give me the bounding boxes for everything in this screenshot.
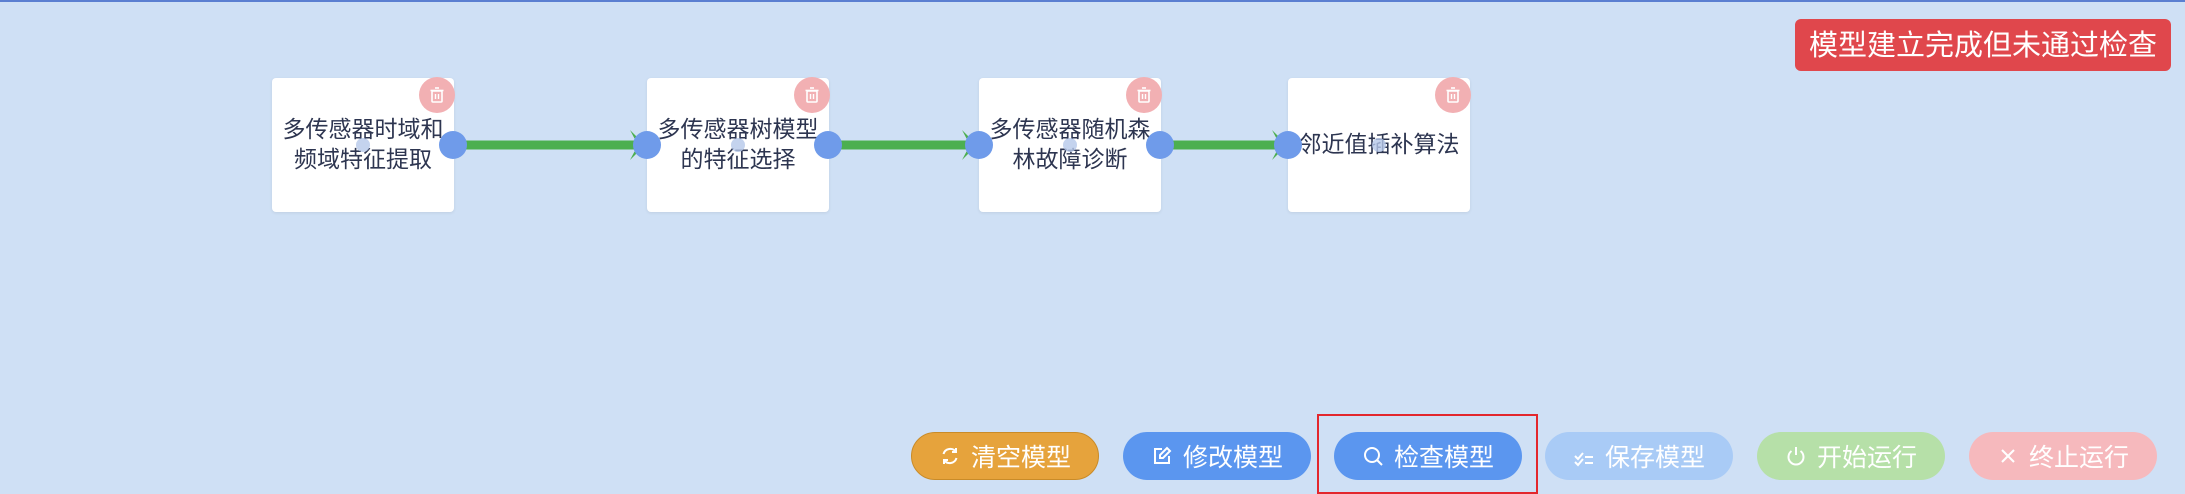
node-anchor bbox=[1063, 138, 1077, 152]
delete-node-button[interactable] bbox=[419, 77, 455, 113]
delete-node-button[interactable] bbox=[794, 77, 830, 113]
input-port[interactable] bbox=[1274, 131, 1302, 159]
stop-run-button[interactable]: 终止运行 bbox=[1969, 432, 2157, 480]
stop-run-label: 终止运行 bbox=[2028, 443, 2129, 472]
node-anchor bbox=[731, 138, 745, 152]
input-port[interactable] bbox=[965, 131, 993, 159]
save-model-button[interactable]: 保存模型 bbox=[1545, 432, 1733, 480]
input-port[interactable] bbox=[633, 131, 661, 159]
edit-model-button[interactable]: 修改模型 bbox=[1123, 432, 1311, 480]
model-status-badge: 模型建立完成但未通过检查 bbox=[1794, 19, 2171, 71]
model-canvas[interactable]: 多传感器时域和频域特征提取 多传感器树模型的特征选择 bbox=[0, 2, 2185, 402]
start-run-label: 开始运行 bbox=[1816, 443, 1917, 472]
edit-icon bbox=[1153, 446, 1172, 464]
edit-model-label: 修改模型 bbox=[1182, 443, 1283, 472]
model-node[interactable]: 多传感器时域和频域特征提取 bbox=[272, 77, 467, 212]
trash-icon bbox=[430, 87, 444, 103]
model-node[interactable]: 多传感器随机森林故障诊断 bbox=[965, 77, 1174, 212]
check-model-button[interactable]: 检查模型 bbox=[1334, 432, 1522, 480]
model-toolbar: 清空模型 修改模型 检查模型 保存模型 开始运行 bbox=[0, 432, 2185, 482]
clear-model-label: 清空模型 bbox=[970, 443, 1071, 472]
output-port[interactable] bbox=[1146, 131, 1174, 159]
edge-n2-n3[interactable] bbox=[830, 130, 977, 160]
start-run-button[interactable]: 开始运行 bbox=[1757, 432, 1945, 480]
node-anchor bbox=[1372, 138, 1386, 152]
clear-model-button[interactable]: 清空模型 bbox=[911, 432, 1099, 480]
node-anchor bbox=[356, 138, 370, 152]
refresh-icon bbox=[942, 448, 958, 464]
search-icon bbox=[1363, 447, 1383, 466]
checklist-icon bbox=[1574, 452, 1593, 467]
delete-node-button[interactable] bbox=[1126, 77, 1162, 113]
save-model-label: 保存模型 bbox=[1604, 443, 1705, 472]
delete-node-button[interactable] bbox=[1435, 77, 1471, 113]
output-port[interactable] bbox=[814, 131, 842, 159]
trash-icon bbox=[1137, 87, 1151, 103]
close-icon bbox=[2001, 449, 2015, 463]
model-node[interactable]: 邻近值插补算法 bbox=[1274, 77, 1471, 212]
trash-icon bbox=[805, 87, 819, 103]
trash-icon bbox=[1446, 87, 1460, 103]
power-icon bbox=[1787, 447, 1805, 466]
check-model-label: 检查模型 bbox=[1393, 443, 1494, 472]
edge-n1-n2[interactable] bbox=[455, 130, 645, 160]
model-node[interactable]: 多传感器树模型的特征选择 bbox=[633, 77, 842, 212]
output-port[interactable] bbox=[439, 131, 467, 159]
edges-layer bbox=[455, 130, 1287, 160]
node-label: 多传感器随机森林故障诊断 bbox=[989, 117, 1151, 173]
edge-n3-n4[interactable] bbox=[1162, 130, 1287, 160]
check-model-highlight bbox=[1317, 414, 1538, 494]
